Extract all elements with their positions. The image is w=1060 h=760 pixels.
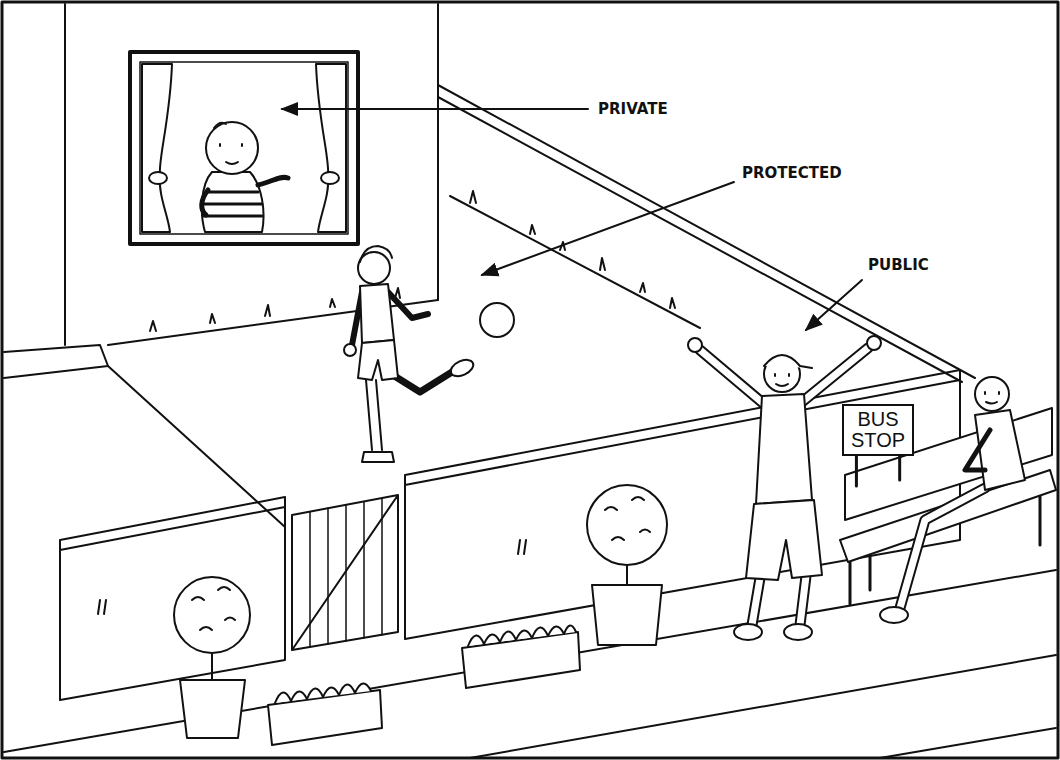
man-shorts [746,500,822,580]
front-wall [60,497,285,700]
region-label: PUBLIC [866,256,931,274]
house-wall [65,4,438,345]
boy-shirt [360,284,394,343]
side-wall [438,85,975,382]
boy-shorts [358,340,398,380]
cap [764,355,812,368]
boy-hair [360,246,392,262]
gate-slats [310,498,382,647]
baby-body [202,172,264,232]
bush-leaves [192,587,235,630]
pot [592,585,662,645]
bush-leaves [605,497,650,540]
baby-head [206,122,258,174]
shoe [362,452,394,462]
sign-text: BUS STOP [851,409,905,451]
grass-tufts [470,191,675,308]
seated-leg [900,488,985,608]
sign-legs [856,456,899,486]
man-leg-fill [752,576,806,625]
seated-leg-fill [900,488,985,608]
region-label: PRIVATE [596,100,670,118]
bench-seat [840,470,1056,562]
bush [174,577,250,653]
boy-fist [344,344,356,356]
door-step [4,345,108,378]
shoe [734,624,762,640]
window-pane [140,62,348,234]
window-frame [130,52,358,244]
sign-post [855,456,858,486]
bush [587,485,667,565]
curtain [316,64,346,232]
hand [688,338,702,352]
curtain [142,64,172,232]
plants [468,625,576,646]
wall-marks [98,540,526,614]
baby-arm [258,177,288,185]
region-label: PROTECTED [740,164,844,182]
leader-arrow [482,182,734,275]
shoe [448,357,476,380]
boy-arm [388,292,428,318]
shoe [880,607,908,623]
sign-post [898,456,901,480]
man-shirt [756,394,812,504]
seated-face [985,392,999,404]
trunk [626,565,628,585]
gate [292,495,398,650]
hand [867,336,881,350]
seated-torso [975,410,1025,490]
baby-face [214,123,242,164]
seated-arm [965,430,990,470]
boy-leg [366,380,382,450]
shirt-stripes [204,192,262,216]
shoe [784,624,812,640]
seated-head [975,377,1009,411]
plants [275,683,371,703]
baby-arm [202,190,208,215]
man-face [775,374,789,386]
leader-arrow [282,108,588,110]
curtain-tie [149,172,167,184]
man-leg [752,576,806,625]
ball [480,303,514,337]
bus-stop-sign: BUS STOP [842,404,914,456]
trunk [211,653,213,680]
leader-arrow [806,280,862,330]
pot [180,680,245,738]
curtain-tie [321,172,339,184]
